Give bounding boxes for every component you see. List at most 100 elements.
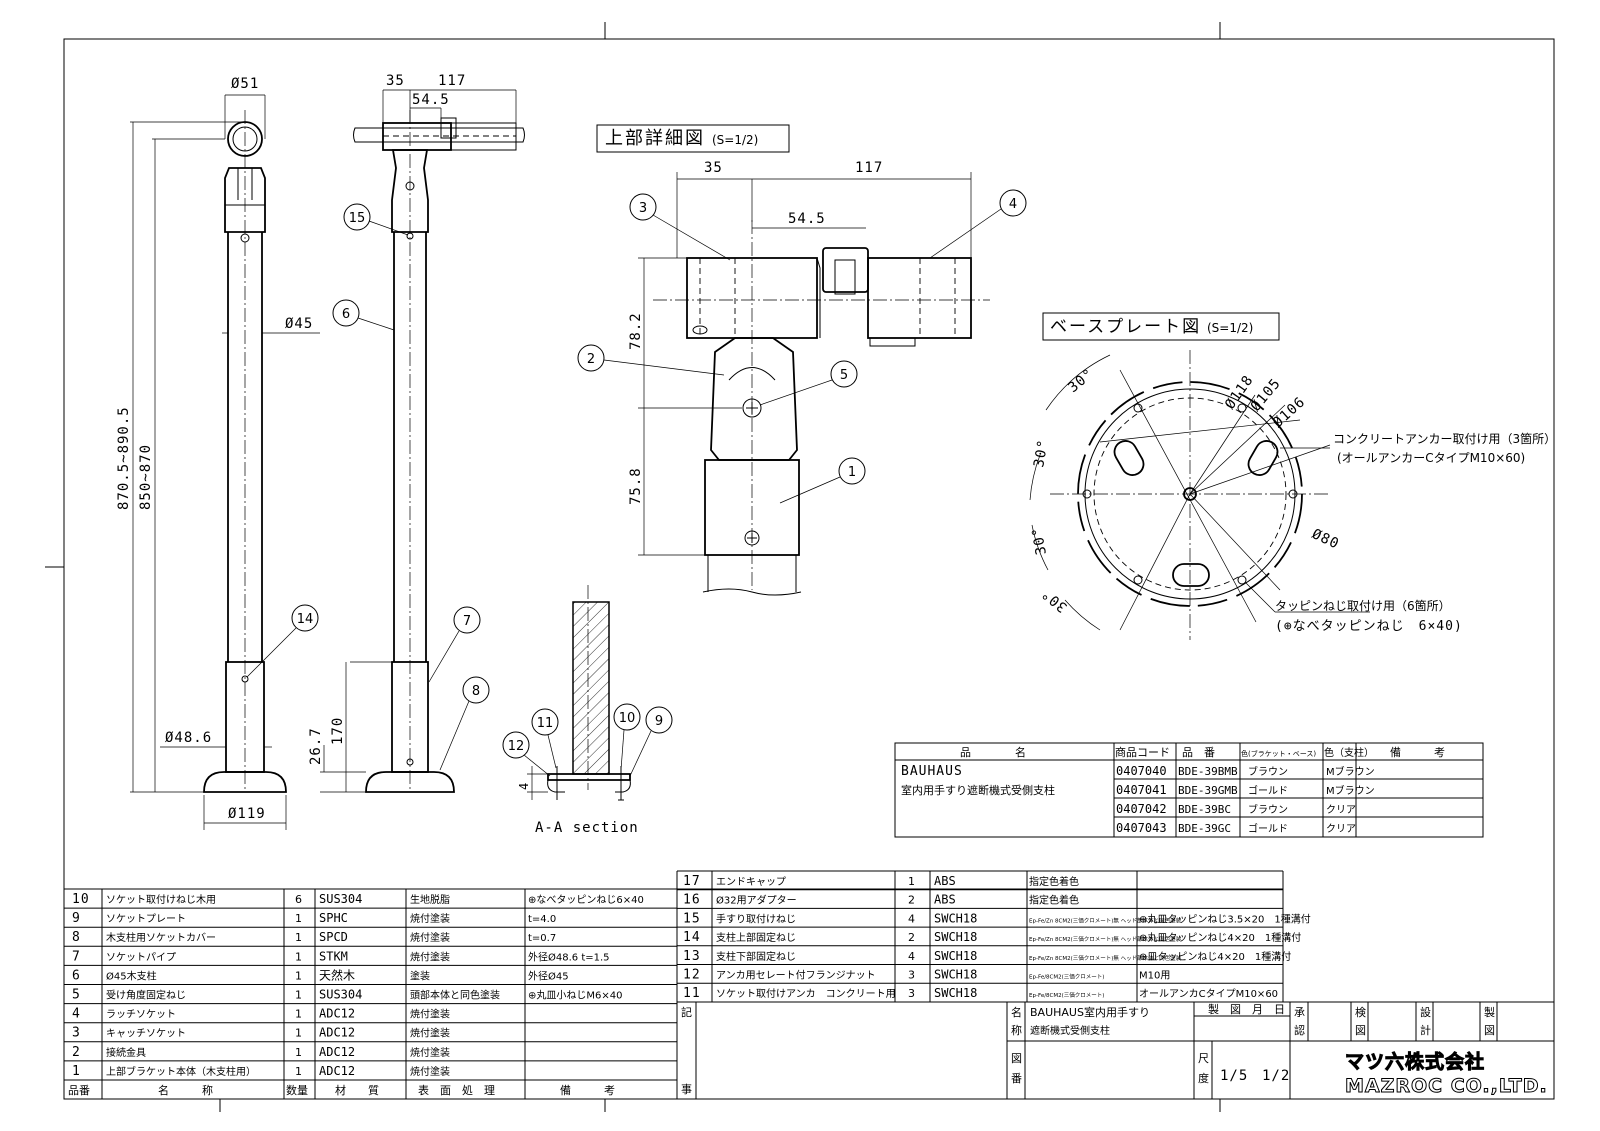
base-plate-view: ベースプレート図 (S=1/2) Ø118 Ø105 Ø106 Ø80 30° … bbox=[1029, 312, 1556, 640]
part-number: 6 bbox=[72, 968, 81, 983]
tb-zu: 図 bbox=[1011, 1052, 1022, 1065]
part-number: 17 bbox=[683, 874, 701, 889]
base-title: ベースプレート図 bbox=[1050, 317, 1201, 337]
front-view: Ø51 Ø45 Ø48.6 Ø119 870.5~890.5 850~870 1… bbox=[116, 76, 320, 830]
base-angle-2: 30° bbox=[1031, 438, 1052, 469]
pt-partno: BDE-39GC bbox=[1178, 822, 1231, 835]
parts-header-cell: 数量 bbox=[286, 1084, 308, 1097]
part-finish: 焼付塗装 bbox=[410, 1027, 450, 1040]
part-remarks: 外径Ø48.6 t=1.5 bbox=[528, 950, 610, 963]
pt-code: 0407043 bbox=[1116, 821, 1167, 835]
part-finish: 塗装 bbox=[410, 969, 430, 982]
tb-sho: 称 bbox=[1011, 1023, 1022, 1037]
pt-header-remarks: 備 考 bbox=[1390, 746, 1445, 759]
tb-scale-1: 1/5 bbox=[1220, 1068, 1248, 1084]
part-finish: 指定色着色 bbox=[1029, 894, 1079, 907]
section-callout-11: 11 bbox=[537, 716, 554, 731]
part-finish: Ep-Fe/Zn 8CM2(三価クロメート)無 ヘッド部本体と同色塗装 bbox=[1029, 935, 1182, 943]
pt-color-post: クリア bbox=[1326, 823, 1356, 835]
part-finish: 焼付塗装 bbox=[410, 1046, 450, 1059]
part-name: ソケットパイプ bbox=[106, 951, 176, 963]
callout-15: 15 bbox=[349, 211, 366, 226]
part-name: Ø45木支柱 bbox=[106, 969, 157, 982]
parts-header: 品番名 称数量材 質表 面 処 理備 考 bbox=[68, 1083, 615, 1097]
parts-header-cell: 表 面 処 理 bbox=[418, 1083, 495, 1097]
title-block: 記 事 名 称 BAUHAUS室内用手すり 遮断機式受側支柱 製 図 月 日 図… bbox=[676, 1001, 1554, 1099]
part-name: 支柱上部固定ねじ bbox=[716, 931, 796, 944]
base-angle-1: 30° bbox=[1065, 366, 1097, 396]
detail-view: 上部詳細図 (S=1/2) 35 117 54.5 bbox=[577, 124, 1027, 596]
pt-color-post: クリア bbox=[1326, 804, 1356, 816]
part-qty: 1 bbox=[295, 912, 302, 925]
part-remarks: M10用 bbox=[1139, 971, 1170, 982]
part-finish: 焼付塗装 bbox=[410, 1065, 450, 1078]
pt-code: 0407040 bbox=[1116, 764, 1167, 778]
part-material: ADC12 bbox=[319, 1045, 355, 1059]
part-material: SWCH18 bbox=[934, 930, 977, 944]
detail-scale: (S=1/2) bbox=[712, 133, 758, 147]
part-name: 接続金具 bbox=[106, 1046, 146, 1059]
part-number: 13 bbox=[683, 949, 701, 964]
part-name: 支柱下部固定ねじ bbox=[716, 950, 796, 963]
tb-date-label: 製 図 月 日 bbox=[1208, 1002, 1285, 1016]
pt-partno: BDE-39GMB bbox=[1178, 784, 1238, 797]
tb-approve-1: 承 bbox=[1294, 1006, 1305, 1019]
part-remarks: 外径Ø45 bbox=[528, 969, 569, 982]
part-qty: 1 bbox=[295, 1008, 302, 1021]
section-callout-12: 12 bbox=[508, 739, 525, 754]
tb-inspect-1: 検 bbox=[1355, 1005, 1366, 1019]
part-qty: 1 bbox=[908, 875, 915, 888]
pt-code: 0407042 bbox=[1116, 802, 1167, 816]
part-qty: 1 bbox=[295, 969, 302, 982]
part-qty: 3 bbox=[908, 969, 915, 982]
part-number: 2 bbox=[72, 1045, 81, 1060]
callout-8: 8 bbox=[472, 684, 480, 699]
base-dim-106: Ø106 bbox=[1270, 394, 1309, 431]
pt-name-2: 室内用手すり遮断機式受側支柱 bbox=[901, 783, 1055, 797]
callout-14: 14 bbox=[297, 612, 314, 627]
part-remarks: t=4.0 bbox=[528, 914, 556, 925]
part-material: 天然木 bbox=[319, 967, 355, 982]
pt-color-bracket: ゴールド bbox=[1248, 784, 1288, 797]
part-number: 12 bbox=[683, 968, 701, 983]
part-finish: Ep-Fe/8CM2(三価クロメート) bbox=[1029, 991, 1104, 999]
pt-color-post: Mブラウン bbox=[1326, 784, 1375, 797]
callout-6: 6 bbox=[342, 307, 350, 322]
part-material: ADC12 bbox=[319, 1064, 355, 1078]
pt-name-1: BAUHAUS bbox=[901, 764, 963, 779]
part-remarks: ⊕丸皿タッピンねじ3.5×20 1種溝付 bbox=[1139, 912, 1311, 925]
pt-partno: BDE-39BC bbox=[1178, 803, 1231, 816]
section-callout-9: 9 bbox=[655, 714, 663, 729]
pt-color-bracket: ゴールド bbox=[1248, 822, 1288, 835]
tb-ban: 番 bbox=[1011, 1072, 1022, 1085]
detail-callout-2: 2 bbox=[587, 352, 595, 367]
tb-design-2: 計 bbox=[1420, 1023, 1431, 1037]
part-number: 7 bbox=[72, 949, 81, 964]
parts-header-cell: 備 考 bbox=[560, 1084, 615, 1097]
part-number: 5 bbox=[72, 988, 81, 1003]
part-name: ソケット取付けアンカ コンクリート用 bbox=[716, 987, 896, 1000]
part-material: SUS304 bbox=[319, 988, 362, 1002]
sheet-border bbox=[45, 22, 1555, 1112]
parts-header-cell: 品番 bbox=[68, 1084, 90, 1097]
pt-code: 0407041 bbox=[1116, 783, 1167, 797]
part-name: 木支柱用ソケットカバー bbox=[106, 931, 216, 944]
pt-color-bracket: ブラウン bbox=[1248, 803, 1288, 816]
part-qty: 1 bbox=[295, 1046, 302, 1059]
part-number: 11 bbox=[683, 986, 701, 1001]
tb-design-1: 設 bbox=[1420, 1005, 1431, 1019]
tb-mei: 名 bbox=[1011, 1005, 1022, 1019]
part-name: エンドキャップ bbox=[716, 876, 786, 888]
part-material: SWCH18 bbox=[934, 968, 977, 982]
side-view: 35 117 54.5 170 26.7 15 6 7 8 bbox=[308, 73, 525, 793]
part-name: ラッチソケット bbox=[106, 1009, 176, 1021]
part-material: SWCH18 bbox=[934, 949, 977, 963]
detail-title: 上部詳細図 bbox=[605, 128, 705, 149]
part-material: SWCH18 bbox=[934, 911, 977, 925]
dim-height-inner: 850~870 bbox=[138, 444, 154, 510]
